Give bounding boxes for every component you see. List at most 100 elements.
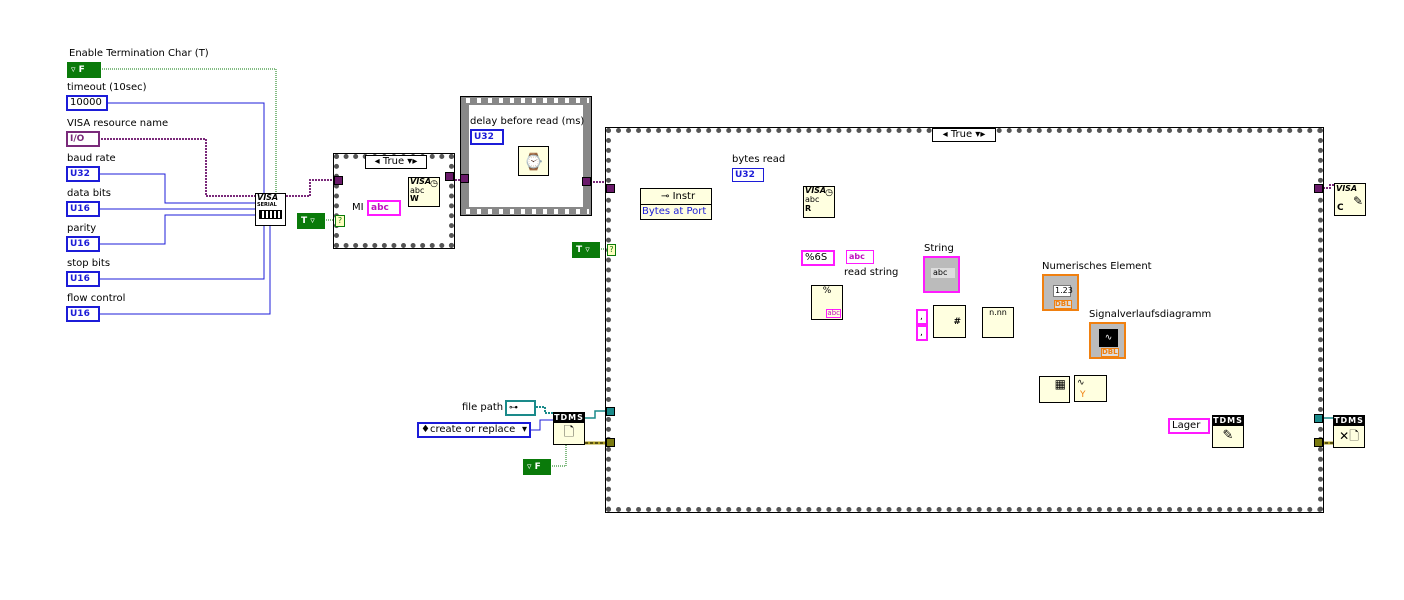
numeric-indicator-label: Numerisches Element	[1042, 261, 1152, 272]
close-file-icon: ✕🗋	[1339, 429, 1359, 443]
case-2-selector-terminal: ?	[607, 244, 616, 256]
array-icon: ▦	[1054, 377, 1066, 391]
decrement-arrow-icon[interactable]: ◂	[374, 156, 380, 167]
case-2-selector[interactable]: ◂ True ▾▸	[932, 128, 996, 142]
tdms-write-node[interactable]: TDMS ✎	[1212, 415, 1244, 448]
wire-false	[548, 445, 567, 467]
wire-timeout	[104, 102, 265, 196]
parity-control[interactable]: U16	[66, 236, 100, 252]
build-waveform-node[interactable]: ∿ Y	[1074, 375, 1107, 402]
property-node[interactable]: ⊸ Instr Bytes at Port	[640, 188, 712, 220]
parity-label: parity	[67, 223, 97, 234]
read-string-indicator: abc	[846, 250, 874, 264]
case-2-visa-out-tunnel	[1314, 184, 1323, 193]
string-indicator-label: String	[924, 243, 954, 254]
flat-sequence-structure[interactable]	[460, 96, 592, 216]
dropdown-arrow-icon: ▾	[521, 424, 527, 435]
search-replace-node[interactable]: #	[933, 305, 966, 338]
film-strip-top	[463, 98, 589, 103]
waveform-chart-indicator: ∿ DBL	[1089, 322, 1126, 359]
frac-exp-string-to-number-node[interactable]: n.nn	[982, 307, 1014, 338]
visa-serial-title: VISA	[257, 193, 279, 202]
clock-icon: ◷	[825, 188, 833, 198]
case-2-tdms-out-tunnel	[1314, 414, 1323, 423]
numeric-indicator: 1.23 DBL	[1042, 274, 1079, 311]
delay-label: delay before read (ms)	[470, 116, 585, 127]
waveform-chart-label: Signalverlaufsdiagramm	[1089, 309, 1212, 320]
case-2-error-in-tunnel	[606, 438, 615, 447]
wire-parity	[98, 214, 255, 245]
visa-close-node[interactable]: VISA C ✎	[1334, 183, 1366, 216]
scan-from-string-node[interactable]: % abc	[811, 285, 843, 320]
tdms-close-node[interactable]: TDMS ✕🗋	[1333, 415, 1365, 448]
sequence-output-tunnel	[582, 177, 591, 186]
property-bytes-at-port[interactable]: Bytes at Port	[642, 206, 707, 217]
enable-term-control[interactable]: ▿ F	[67, 62, 101, 78]
data-bits-control[interactable]: U16	[66, 201, 100, 217]
delay-control[interactable]: U32	[470, 129, 504, 145]
true-constant-2[interactable]: T ▿	[572, 242, 600, 258]
format-string-constant[interactable]: %6S	[801, 250, 835, 266]
timeout-label: timeout (10sec)	[67, 82, 147, 93]
tdms-open-node[interactable]: TDMS 🗋	[553, 412, 585, 445]
group-name-constant[interactable]: Lager	[1168, 418, 1210, 434]
stop-bits-label: stop bits	[67, 258, 111, 269]
true-constant-1[interactable]: T ▿	[297, 213, 325, 229]
comma-constant-2[interactable]: ,	[916, 325, 928, 341]
new-file-icon: 🗋	[563, 425, 575, 440]
case-1-selector[interactable]: ◂ True ▾▸	[365, 155, 427, 169]
comma-constant-1[interactable]: ,	[916, 309, 928, 325]
visa-read-node[interactable]: VISA abc R ◷	[803, 186, 835, 218]
baud-rate-control[interactable]: U32	[66, 166, 100, 182]
baud-rate-label: baud rate	[67, 153, 116, 164]
bytes-read-label: bytes read	[732, 154, 786, 165]
visa-serial-subtitle: SERIAL	[257, 202, 277, 208]
wire-bool-term	[100, 68, 277, 193]
case-structure-2[interactable]	[605, 127, 1324, 513]
data-bits-label: data bits	[67, 188, 111, 199]
dropdown-arrow-icon[interactable]: ▾▸	[407, 156, 418, 167]
visa-resource-label: VISA resource name	[67, 118, 169, 129]
wire-filepath	[536, 406, 553, 414]
wire-baud	[98, 173, 255, 204]
wire-flowcontrol	[98, 226, 271, 315]
case-2-tdms-in-tunnel	[606, 407, 615, 416]
dropdown-arrow-icon[interactable]: ▾▸	[975, 129, 986, 140]
visa-configure-serial-node[interactable]: VISA SERIAL	[255, 193, 286, 226]
stop-bits-control[interactable]: U16	[66, 271, 100, 287]
boolean-icon: ▿	[71, 65, 79, 75]
boolean-icon: ▿	[527, 462, 535, 472]
case-2-error-out-tunnel	[1314, 438, 1323, 447]
property-class: ⊸ Instr	[641, 189, 711, 205]
wire-operation	[527, 419, 553, 431]
visa-resource-control[interactable]: I/O	[66, 131, 100, 147]
timeout-control[interactable]: 10000	[66, 95, 108, 111]
string-indicator: abc	[923, 256, 960, 293]
enable-term-label: Enable Termination Char (T)	[69, 48, 209, 59]
boolean-icon: ▿	[582, 245, 590, 255]
case-1-selector-terminal: ?	[335, 215, 345, 227]
read-string-label: read string	[844, 267, 899, 278]
wire-visa-1	[286, 179, 338, 197]
build-array-node[interactable]: ▦	[1039, 376, 1070, 403]
wait-ms-node[interactable]: ⌚	[518, 146, 549, 176]
path-icon: ⊶	[509, 403, 518, 413]
close-session-icon: ✎	[1352, 194, 1363, 208]
visa-write-node[interactable]: VISA abc W ◷	[408, 177, 440, 207]
case-1-output-tunnel	[445, 172, 454, 181]
key-icon: ⊸	[661, 191, 673, 202]
waveform-icon: ∿	[1077, 378, 1085, 388]
false-constant[interactable]: ▿ F	[523, 459, 551, 475]
write-string-constant[interactable]: abc	[367, 200, 401, 216]
mi-label: MI	[352, 202, 364, 213]
chart-icon: ∿	[1099, 329, 1118, 347]
file-path-control[interactable]: ⊶	[505, 400, 536, 416]
case-1-input-tunnel	[334, 176, 343, 185]
enum-arrows-icon: ♦	[421, 424, 430, 435]
sequence-input-tunnel	[460, 174, 469, 183]
wire-stopbits	[98, 226, 265, 280]
operation-enum-control[interactable]: ♦create or replace▾	[417, 422, 531, 438]
flow-control-control[interactable]: U16	[66, 306, 100, 322]
pencil-icon: ✎	[1222, 428, 1234, 443]
decrement-arrow-icon[interactable]: ◂	[942, 129, 948, 140]
